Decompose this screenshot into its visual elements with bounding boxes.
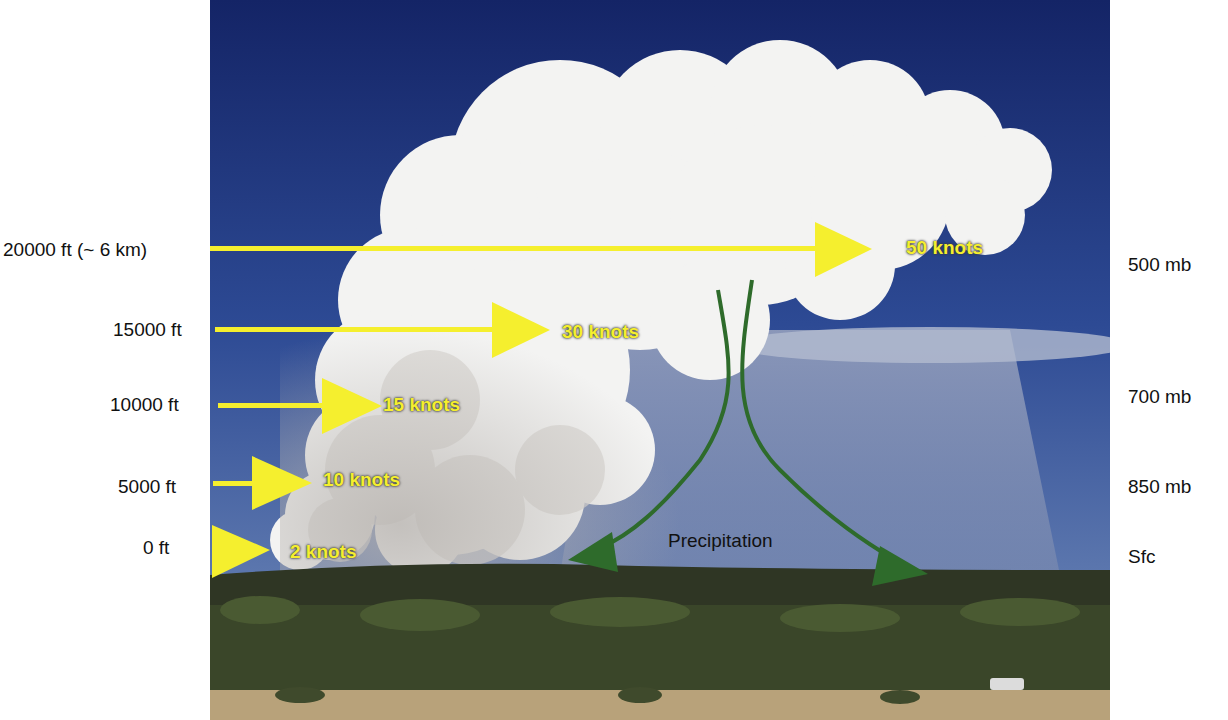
wind-speed: 50 knots	[906, 237, 983, 259]
altitude-label: 20000 ft (~ 6 km)	[3, 239, 147, 261]
wind-speed: 15 knots	[383, 394, 460, 416]
altitude-label: 15000 ft	[113, 319, 182, 341]
wind-speed: 10 knots	[323, 469, 400, 491]
altitude-label: 10000 ft	[110, 394, 179, 416]
pressure-level: 500 mb	[1128, 254, 1191, 276]
wind-speed: 2 knots	[290, 541, 357, 563]
altitude-label: 5000 ft	[118, 476, 176, 498]
pressure-level: 700 mb	[1128, 386, 1191, 408]
altitude-label: 0 ft	[143, 537, 169, 559]
pressure-level: Sfc	[1128, 546, 1155, 568]
wind-speed: 30 knots	[562, 321, 639, 343]
pressure-level: 850 mb	[1128, 476, 1191, 498]
precipitation-label: Precipitation	[668, 530, 773, 552]
